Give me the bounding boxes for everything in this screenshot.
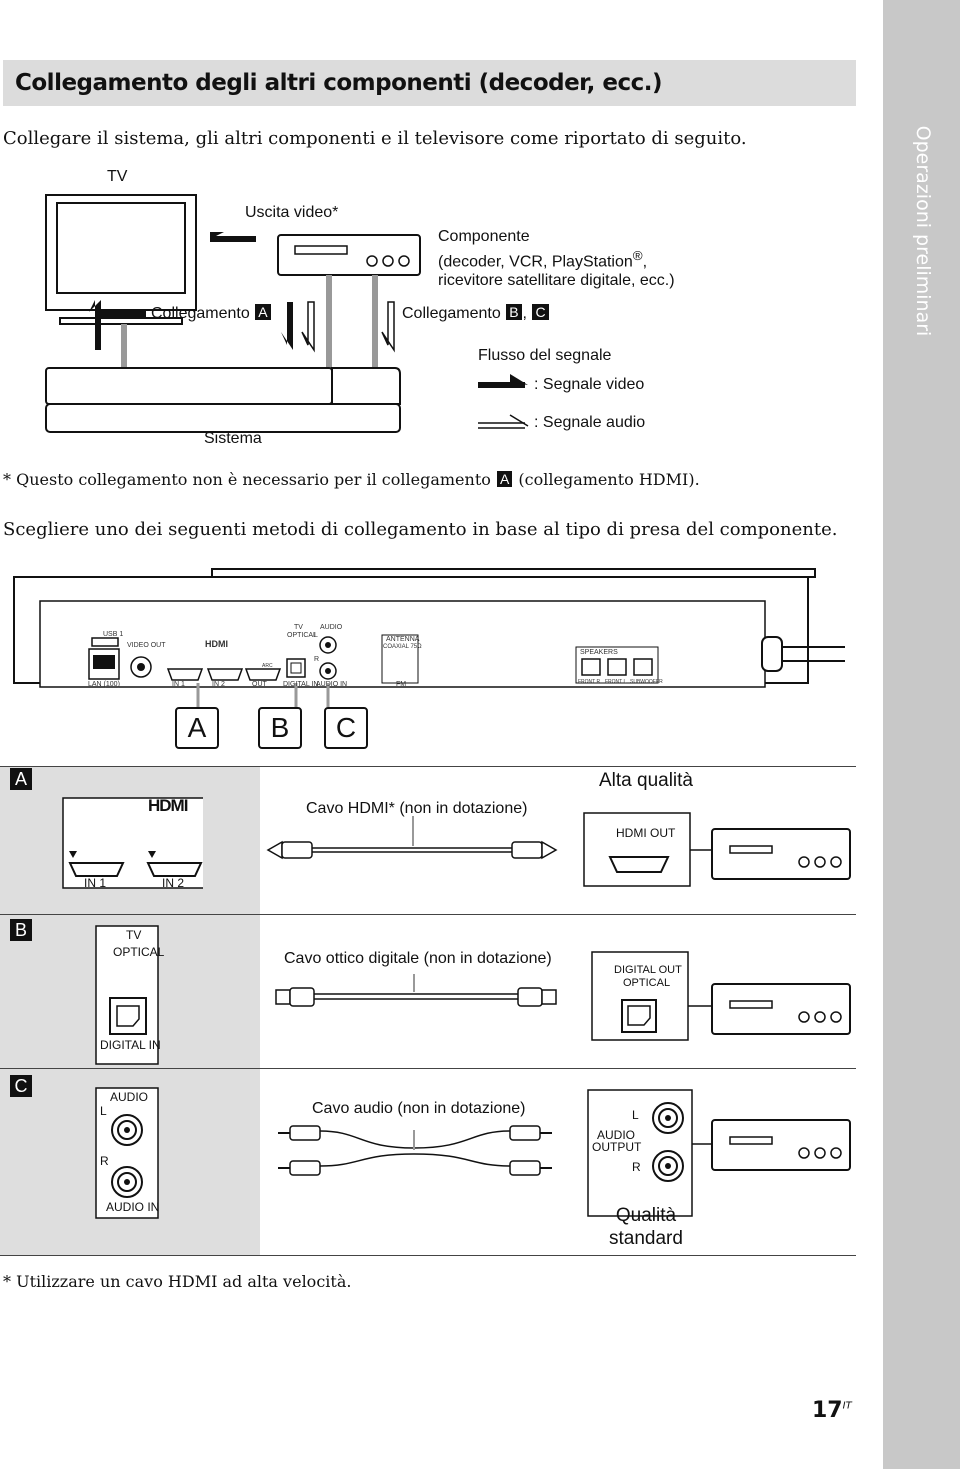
front-r-label: FRONT R <box>578 679 601 685</box>
connection-a-label: Collegamento A <box>151 304 272 323</box>
panel-in2-label: IN 2 <box>212 681 225 688</box>
row-c-svg <box>95 1087 851 1219</box>
big-letter-c: C <box>324 707 368 749</box>
row-divider-top <box>0 766 856 767</box>
row-c-letter: C <box>10 1075 32 1097</box>
connection-bc-label: Collegamento B, C <box>402 304 550 323</box>
tv-label: TV <box>107 168 128 185</box>
video-out-label: Uscita video* <box>245 204 339 221</box>
audio-signal-legend: : Segnale audio <box>534 414 646 431</box>
page-number: 17IT <box>812 1398 852 1423</box>
row-c-out-output: OUTPUT <box>592 1140 642 1154</box>
arc-label: ARC <box>262 663 273 669</box>
row-b-svg <box>95 925 851 1065</box>
row-b-digital-in: DIGITAL IN <box>100 1038 161 1052</box>
rear-panel-drawing <box>13 568 845 707</box>
section-label: Operazioni preliminari <box>912 125 934 337</box>
panel-optical-label: OPTICAL <box>287 632 317 639</box>
row-b-cable-label: Cavo ottico digitale (non in dotazione) <box>284 950 552 967</box>
antenna-label: ANTENNA <box>386 636 420 643</box>
row-c-out-r: R <box>632 1160 641 1174</box>
row-b-out-optical: OPTICAL <box>623 977 671 989</box>
row-a-in2: IN 2 <box>162 876 185 890</box>
panel-audio-in-label: AUDIO IN <box>316 681 348 688</box>
row-a-hdmi-out: HDMI OUT <box>616 826 676 840</box>
row-divider-ab <box>0 914 856 915</box>
panel-r-label: R <box>314 656 320 663</box>
section-sidebar: Operazioni preliminari <box>883 0 960 1469</box>
page-title: Collegamento degli altri componenti (dec… <box>15 70 663 96</box>
row-divider-bottom <box>0 1255 856 1256</box>
row-c-out-l: L <box>632 1108 639 1122</box>
panel-l-label: L <box>314 632 318 639</box>
section-title-bar: Collegamento degli altri componenti (dec… <box>3 60 856 106</box>
subwoofer-label: SUBWOOFER <box>630 679 663 685</box>
row-c-r: R <box>100 1154 109 1168</box>
coaxial-label: COAXIAL 75Ω <box>383 644 422 650</box>
row-a-hdmi-logo: HDMI <box>148 796 188 815</box>
component-label: Componente (decoder, VCR, PlayStation®, … <box>438 228 675 290</box>
big-letter-a: A <box>175 707 219 749</box>
row-c-drawing: AUDIO L R AUDIO IN Cavo audio (non in do… <box>0 1068 860 1255</box>
hdmi-logo: HDMI <box>205 639 228 649</box>
front-l-label: FRONT L <box>605 679 627 685</box>
row-a-svg <box>62 797 851 889</box>
row-b-digital-out: DIGITAL OUT <box>614 964 682 976</box>
system-label: Sistema <box>204 430 262 447</box>
row-b-tv: TV <box>126 928 142 942</box>
row-c-out-audio: AUDIO <box>597 1128 636 1142</box>
fm-label: FM <box>396 681 407 688</box>
usb-label: USB 1 <box>103 631 124 638</box>
row-a-letter: A <box>10 768 32 790</box>
row-b-letter: B <box>10 919 32 941</box>
quality-standard: Qualità standard <box>609 1205 683 1249</box>
row-a-in1: IN 1 <box>84 876 107 890</box>
lan-label: LAN (100) <box>88 681 120 688</box>
flow-title: Flusso del segnale <box>478 347 612 364</box>
intro-text: Collegare il sistema, gli altri componen… <box>3 128 747 149</box>
row-b-optical: OPTICAL <box>113 945 165 959</box>
row-b-drawing: TV OPTICAL DIGITAL IN Cavo ottico digita… <box>0 914 860 1068</box>
choose-method-text: Scegliere uno dei seguenti metodi di col… <box>3 519 838 540</box>
footnote-hdmi: * Questo collegamento non è necessario p… <box>3 470 700 489</box>
row-a-cable-label: Cavo HDMI* (non in dotazione) <box>306 800 528 817</box>
panel-tv-label: TV <box>294 624 303 631</box>
panel-out-label: OUT <box>252 681 267 688</box>
row-c-cable-label: Cavo audio (non in dotazione) <box>312 1100 526 1117</box>
panel-in1-label: IN 1 <box>172 681 185 688</box>
connection-diagram: TV Uscita video* Componente (decoder, VC… <box>0 160 860 460</box>
row-c-audio: AUDIO <box>110 1090 149 1104</box>
video-signal-legend: : Segnale video <box>534 376 645 393</box>
video-out-port-label: VIDEO OUT <box>127 642 166 649</box>
speakers-label: SPEAKERS <box>580 649 618 656</box>
row-a-drawing: HDMI IN 1 IN 2 Cavo HDMI* (non in dotazi… <box>0 766 860 914</box>
row-divider-bc <box>0 1068 856 1069</box>
rear-panel: USB 1 VIDEO OUT HDMI TV OPTICAL AUDIO L … <box>0 565 860 755</box>
quality-high: Alta qualità <box>598 770 693 791</box>
row-c-l: L <box>100 1104 107 1118</box>
big-letter-b: B <box>258 707 302 749</box>
panel-audio-label: AUDIO <box>320 624 343 631</box>
footnote-cable: * Utilizzare un cavo HDMI ad alta veloci… <box>3 1272 352 1291</box>
row-c-audio-in: AUDIO IN <box>106 1200 160 1214</box>
panel-digital-in-label: DIGITAL IN <box>283 681 319 688</box>
diagram-drawing <box>45 194 529 433</box>
